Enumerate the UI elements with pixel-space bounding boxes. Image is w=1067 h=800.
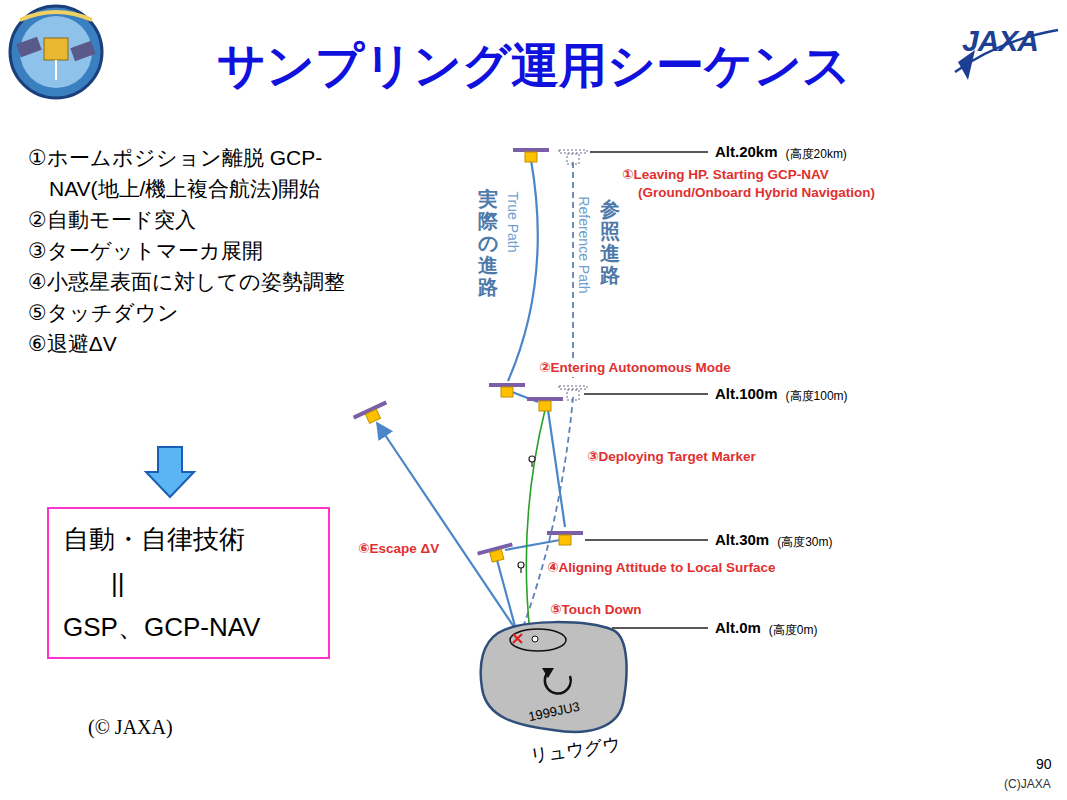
altitude-lines-part xyxy=(612,627,708,628)
mission-logo-part xyxy=(70,41,95,62)
step-callout: ④Aligning Attitude to Local Surface xyxy=(545,559,777,577)
altitude-lines-part xyxy=(584,393,708,394)
asteroid-shape: 1999JU3リュウグウ xyxy=(478,618,628,736)
down-arrow-part xyxy=(146,447,194,497)
target-marker-symbol-part xyxy=(520,568,521,573)
down-arrow xyxy=(146,447,194,497)
path-name-vertical: 参照進路 xyxy=(600,198,620,286)
step-item: ②自動モード突入 xyxy=(28,204,354,235)
mission-logo-part xyxy=(10,6,102,98)
step-item: ③ターゲットマーカ展開 xyxy=(28,235,354,266)
spacecraft-positions-part xyxy=(477,542,515,565)
spacecraft-positions xyxy=(353,148,587,565)
true-path-part xyxy=(497,560,516,630)
spacecraft-positions-part xyxy=(353,401,392,429)
spacecraft-positions-part xyxy=(513,148,549,162)
altitude-label: Alt.20km xyxy=(715,143,778,160)
asteroid-name: リュウグウ xyxy=(529,732,621,768)
box-body: GSP、GCP-NAV xyxy=(63,605,260,649)
path-name: Reference Path xyxy=(576,194,592,295)
target-marker-symbol-part xyxy=(518,562,524,568)
equivalence-mark: || xyxy=(63,561,125,605)
page-number: 90 xyxy=(1036,756,1052,772)
box-heading: 自動・自律技術 xyxy=(63,517,245,561)
altitude-note: (高度0m) xyxy=(769,622,818,639)
altitude-lines-part xyxy=(590,151,708,152)
landing-site xyxy=(510,629,566,651)
target-marker-symbol-part xyxy=(531,462,532,467)
true-path-part xyxy=(548,410,565,527)
altitude-label: Alt.30m xyxy=(715,531,769,548)
mission-logo-part xyxy=(16,37,41,58)
step-callout: ③Deploying Target Marker xyxy=(585,448,758,466)
target-marker-symbol-part xyxy=(529,456,535,462)
true-path-part xyxy=(377,423,516,630)
step-callout: ⑥Escape ΔV xyxy=(356,540,441,558)
mission-logo-part xyxy=(55,60,57,80)
altitude-note: (高度20km) xyxy=(786,146,847,163)
step-item: ⑤タッチダウン xyxy=(28,297,354,328)
asteroid-body xyxy=(481,622,627,732)
mission-logo-part xyxy=(44,38,68,60)
slide-title: サンプリング運用シーケンス xyxy=(0,34,1067,98)
agency-logo-text: JAXA xyxy=(962,24,1038,58)
target-marker-symbol xyxy=(518,456,535,573)
mission-logo-part xyxy=(20,12,92,20)
spacecraft-positions-part xyxy=(559,386,587,400)
step-item: ①ホームポジション離脱 GCP-NAV(地上/機上複合航法)開始 xyxy=(28,142,354,204)
spacecraft-positions-part xyxy=(489,383,525,397)
technology-box: 自動・自律技術||GSP、GCP-NAV xyxy=(47,507,330,659)
copyright-note: (C)JAXA xyxy=(1004,777,1051,791)
true-path xyxy=(377,160,565,630)
target-marker-path-part xyxy=(526,410,545,633)
true-path-part xyxy=(505,540,560,550)
step-callout: ①Leaving HP. Starting GCP-NAV (Ground/On… xyxy=(620,166,925,202)
step-item: ④小惑星表面に対しての姿勢調整 xyxy=(28,266,354,297)
path-name: True Path xyxy=(505,190,521,255)
altitude-note: (高度30m) xyxy=(777,534,832,551)
touchdown-mark xyxy=(513,634,522,643)
target-marker-path xyxy=(526,410,545,633)
altitude-lines xyxy=(584,152,708,628)
reference-path-part xyxy=(572,162,574,382)
rotation-arrow-head xyxy=(542,668,554,678)
reference-path-part xyxy=(522,397,573,630)
altitude-lines-part xyxy=(585,539,708,540)
altitude-label: Alt.100m xyxy=(715,385,778,402)
step-callout: ②Entering Autonomous Mode xyxy=(537,359,733,377)
step-callout: ⑤Touch Down xyxy=(548,601,643,619)
altitude-note: (高度100m) xyxy=(786,388,848,405)
spacecraft-positions-part xyxy=(547,531,583,545)
path-name-vertical: 実際の進路 xyxy=(478,188,498,298)
target-marker-symbol xyxy=(532,636,538,642)
mission-logo xyxy=(10,6,102,98)
altitude-label: Alt.0m xyxy=(715,619,761,636)
copyright-note: (© JAXA) xyxy=(88,716,173,739)
step-item: ⑥退避ΔV xyxy=(28,328,354,359)
spacecraft-positions-part xyxy=(559,150,587,164)
spacecraft-positions-part xyxy=(527,397,563,411)
